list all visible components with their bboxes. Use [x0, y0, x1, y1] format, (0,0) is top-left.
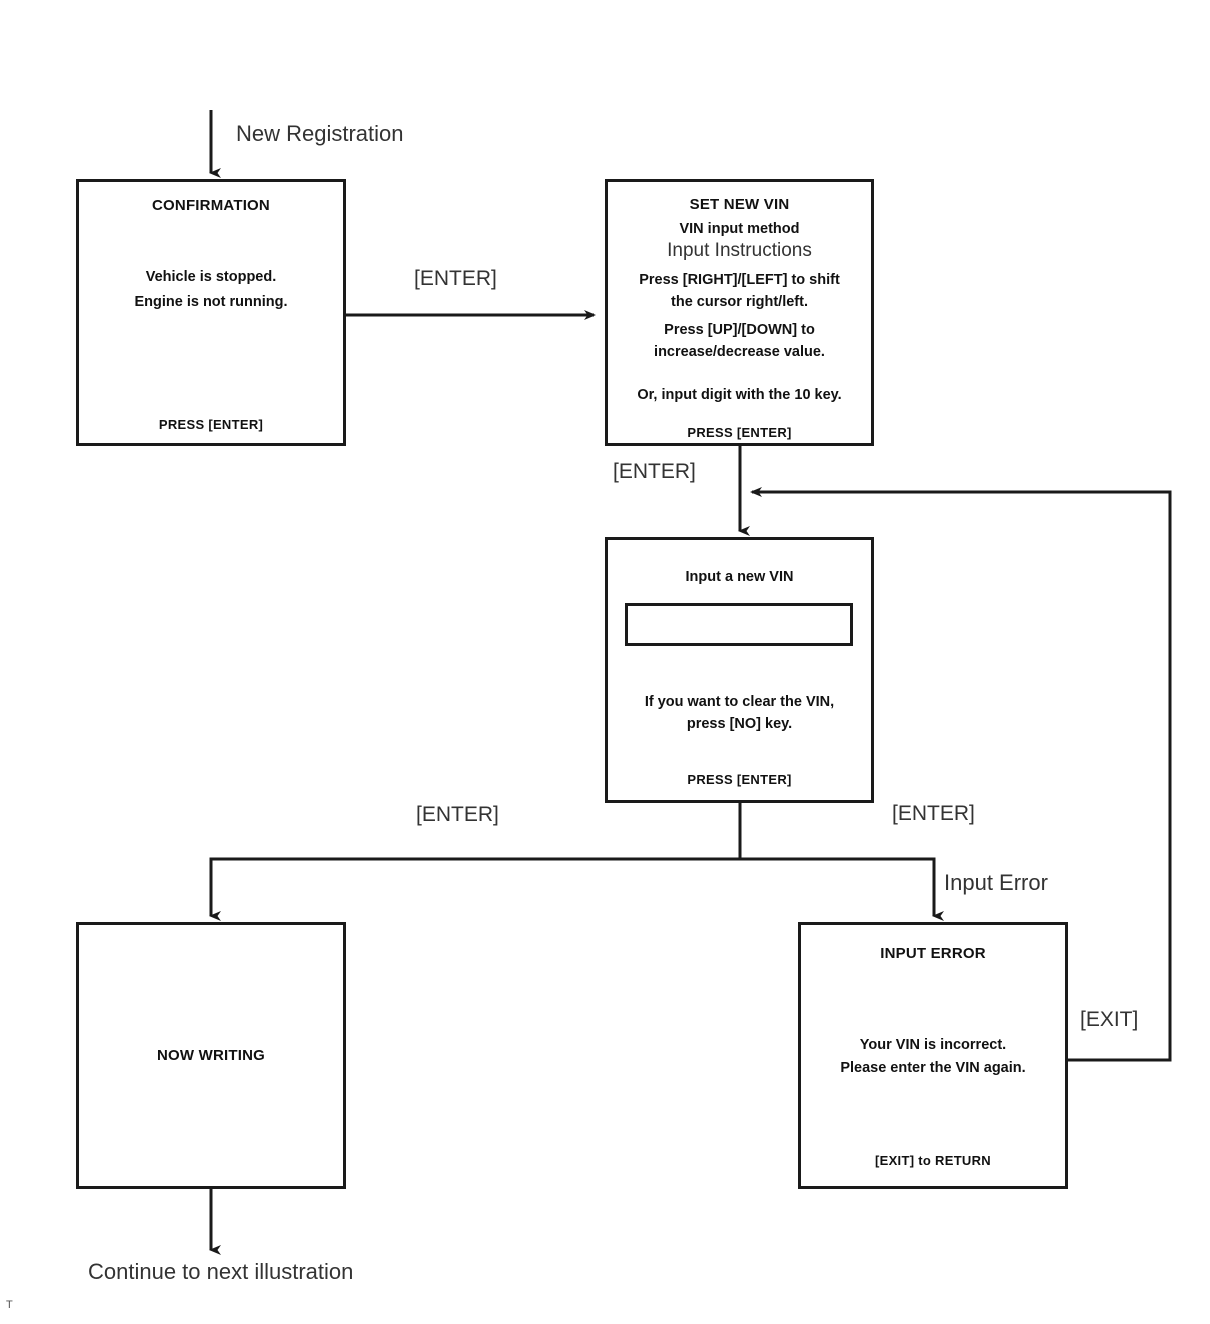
set-new-vin-footer: PRESS [ENTER] [687, 425, 792, 440]
input-new-vin-hint-line-1: If you want to clear the VIN, [644, 694, 835, 710]
exit-label: Continue to next illustration [88, 1259, 354, 1284]
set-new-vin-instruction-1-line-1: Press [RIGHT]/[LEFT] to shift [639, 272, 840, 288]
set-new-vin-instruction-1-line-2: the cursor right/left. [671, 294, 808, 310]
input-new-vin-title: Input a new VIN [685, 569, 794, 585]
set-new-vin-instruction-2-line-1: Press [UP]/[DOWN] to [664, 322, 815, 338]
transition-label-error-return: [EXIT] [1080, 1008, 1139, 1031]
confirmation-footer: PRESS [ENTER] [158, 417, 264, 432]
screen-confirmation[interactable]: CONFIRMATION Vehicle is stopped. Engine … [76, 179, 346, 446]
screen-input-error[interactable]: INPUT ERROR Your VIN is incorrect. Pleas… [798, 922, 1068, 1189]
set-new-vin-subtitle: VIN input method [679, 221, 800, 237]
screen-set-new-vin[interactable]: SET NEW VIN VIN input method Input Instr… [605, 179, 874, 446]
now-writing-title: NOW WRITING [156, 1047, 265, 1064]
set-new-vin-instruction-3: Or, input digit with the 10 key. [637, 387, 842, 403]
input-new-vin-footer: PRESS [ENTER] [687, 772, 792, 787]
transition-label-confirmation-to-setvin: [ENTER] [414, 267, 497, 290]
confirmation-line-2: Engine is not running. [134, 294, 288, 310]
input-error-footer: [EXIT] to RETURN [874, 1153, 991, 1168]
set-new-vin-title: SET NEW VIN [689, 196, 790, 213]
transition-label-input-to-error: [ENTER] [892, 802, 975, 825]
input-error-line-1: Your VIN is incorrect. [859, 1037, 1007, 1053]
entry-label: New Registration [236, 121, 404, 146]
screen-now-writing[interactable]: NOW WRITING [76, 922, 346, 1189]
transition-label-input-to-writing: [ENTER] [416, 803, 499, 826]
vin-input-field[interactable] [625, 603, 853, 646]
input-error-title: INPUT ERROR [880, 945, 986, 962]
corner-mark: T [6, 1299, 13, 1311]
input-new-vin-hint-line-2: press [NO] key. [686, 716, 793, 732]
transition-label-setvin-to-input: [ENTER] [613, 460, 696, 483]
screen-input-new-vin[interactable]: Input a new VIN If you want to clear the… [605, 537, 874, 803]
confirmation-title: CONFIRMATION [152, 197, 270, 214]
set-new-vin-instruction-2-line-2: increase/decrease value. [654, 344, 825, 360]
input-error-line-2: Please enter the VIN again. [840, 1060, 1026, 1076]
branch-note-input-error: Input Error [944, 870, 1048, 895]
set-new-vin-heading: Input Instructions [667, 240, 812, 261]
confirmation-line-1: Vehicle is stopped. [145, 269, 277, 285]
